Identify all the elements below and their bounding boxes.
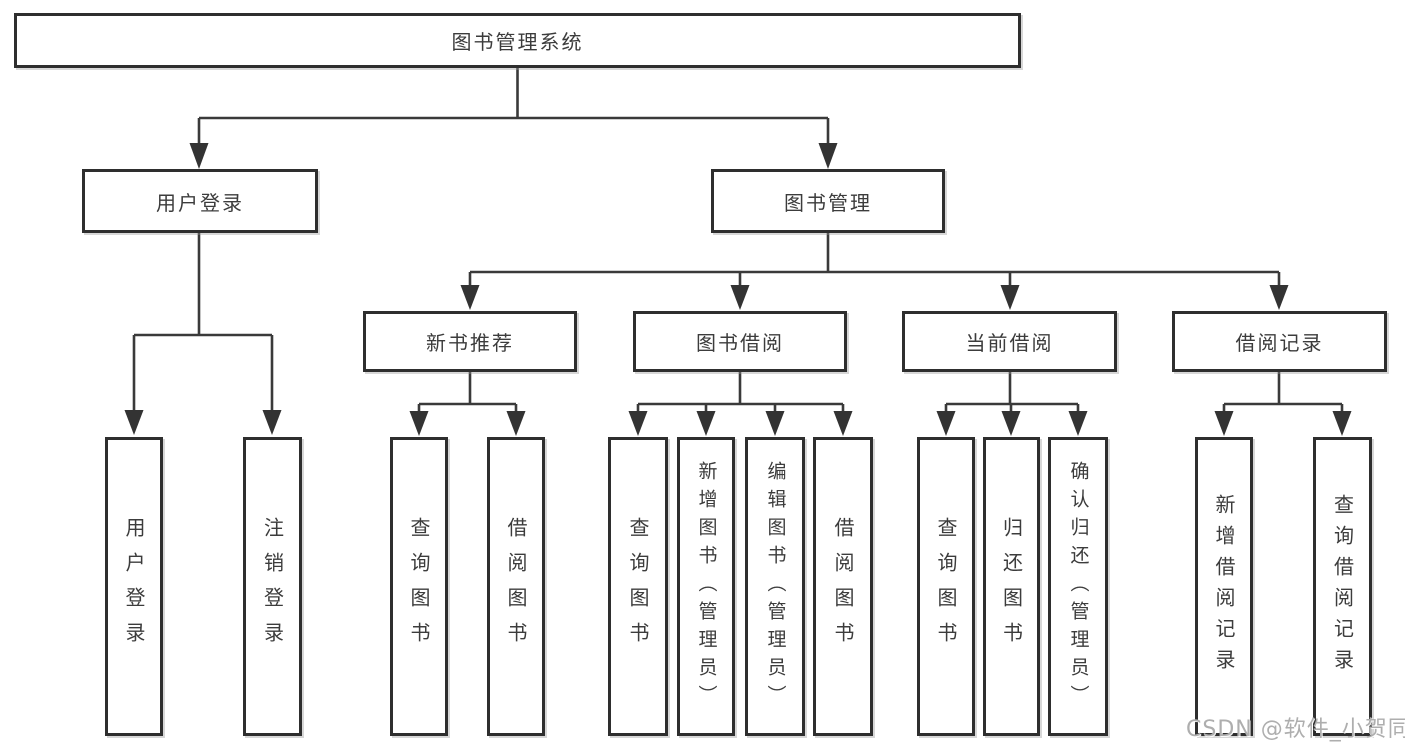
node-borrow-borrow-books-label: 借阅图书: [831, 516, 855, 657]
node-borrow-edit-books-admin: 编辑图书（管理员）: [745, 437, 805, 736]
arrowhead-current-confirm: [1068, 411, 1088, 436]
arrowhead-borrow-records: [1269, 285, 1289, 310]
arrowhead-recommend-borrow: [506, 411, 526, 436]
node-borrow-borrow-books: 借阅图书: [813, 437, 873, 736]
arrowhead-logout-leaf: [262, 410, 282, 435]
node-user-login-leaf: 用户登录: [105, 437, 163, 736]
node-library-system: 图书管理系统: [14, 13, 1021, 68]
node-borrow-records: 借阅记录: [1172, 311, 1387, 372]
connector-records-to-leaves: [1222, 372, 1344, 413]
arrowhead-borrow-query: [628, 411, 648, 436]
node-current-query-books-label: 查询图书: [934, 516, 958, 657]
node-logout-leaf-label: 注销登录: [260, 516, 285, 657]
node-borrow-query-books-label: 查询图书: [626, 516, 650, 657]
connector-user-login-to-leaves: [132, 232, 274, 412]
watermark: CSDN @软件_小贺同学: [1186, 717, 1405, 742]
arrowhead-book-borrow: [730, 285, 750, 310]
node-new-book-recommend: 新书推荐: [363, 311, 577, 372]
node-current-return-books-label: 归还图书: [999, 516, 1024, 657]
node-book-borrow-label: 图书借阅: [696, 331, 784, 355]
node-borrow-query-books: 查询图书: [608, 437, 668, 736]
node-user-login-leaf-label: 用户登录: [122, 516, 146, 657]
node-new-book-recommend-label: 新书推荐: [426, 331, 514, 355]
node-borrow-edit-books-admin-label: 编辑图书（管理员）: [764, 460, 787, 713]
arrowhead-current-query: [936, 411, 956, 436]
node-recommend-query-books-label: 查询图书: [407, 516, 431, 657]
node-current-borrow-label: 当前借阅: [965, 331, 1054, 355]
arrowhead-borrow-add: [696, 411, 716, 436]
connector-borrow-to-leaves: [636, 372, 845, 413]
arrowhead-borrow-borrow: [833, 411, 853, 436]
arrowhead-recommend-query: [409, 411, 429, 436]
node-borrow-add-books-admin-label: 新增图书（管理员）: [695, 460, 718, 713]
node-book-management-branch-label: 图书管理: [784, 190, 872, 215]
arrowhead-current-return: [1001, 411, 1021, 436]
connector-current-to-leaves: [944, 372, 1080, 413]
node-current-borrow: 当前借阅: [902, 311, 1117, 372]
node-borrow-records-label: 借阅记录: [1235, 331, 1324, 355]
arrowhead-records-add: [1214, 411, 1234, 436]
arrowhead-book-management: [818, 143, 838, 169]
node-records-query-record-label: 查询借阅记录: [1330, 493, 1355, 680]
node-records-add-record-label: 新增借阅记录: [1212, 493, 1236, 680]
arrowhead-current-borrow: [1000, 285, 1020, 310]
arrowhead-user-login: [189, 143, 209, 169]
node-logout-leaf: 注销登录: [243, 437, 302, 736]
node-records-add-record: 新增借阅记录: [1195, 437, 1253, 736]
arrowhead-borrow-edit: [765, 411, 785, 436]
connector-book-management-to-modules: [468, 232, 1281, 287]
node-current-return-books: 归还图书: [983, 437, 1040, 736]
node-book-management-branch: 图书管理: [711, 169, 945, 233]
arrowhead-user-login-leaf: [124, 410, 144, 435]
node-recommend-query-books: 查询图书: [390, 437, 448, 736]
node-recommend-borrow-books-label: 借阅图书: [504, 516, 528, 657]
connector-recommend-to-leaves: [417, 372, 518, 413]
arrowhead-records-query: [1332, 411, 1352, 436]
node-user-login-branch: 用户登录: [82, 169, 318, 233]
arrowhead-new-book-recommend: [460, 285, 480, 310]
node-records-query-record: 查询借阅记录: [1313, 437, 1372, 736]
node-user-login-branch-label: 用户登录: [156, 190, 244, 215]
connector-root-to-branches: [197, 68, 830, 145]
node-current-confirm-return-admin-label: 确认归还（管理员）: [1067, 460, 1090, 713]
node-recommend-borrow-books: 借阅图书: [487, 437, 545, 736]
node-book-borrow: 图书借阅: [633, 311, 847, 372]
node-current-query-books: 查询图书: [917, 437, 975, 736]
node-library-system-label: 图书管理系统: [451, 30, 584, 54]
node-current-confirm-return-admin: 确认归还（管理员）: [1048, 437, 1108, 736]
node-borrow-add-books-admin: 新增图书（管理员）: [677, 437, 735, 736]
